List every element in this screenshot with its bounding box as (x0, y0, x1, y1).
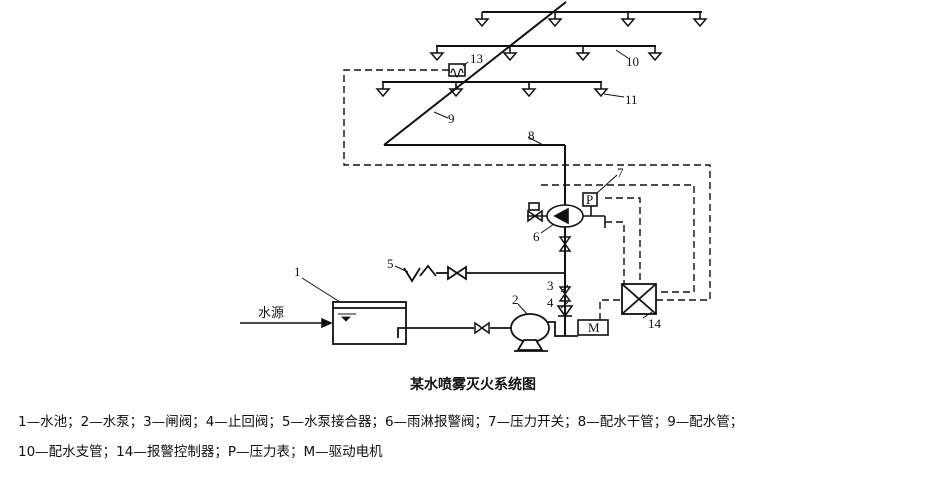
label-13: 13 (470, 51, 483, 66)
label-2: 2 (512, 292, 519, 307)
pump-adapter-5 (403, 264, 565, 283)
water-tank-1 (332, 301, 407, 345)
label-4: 4 (547, 295, 554, 310)
label-14: 14 (648, 316, 662, 331)
label-water-source: 水源 (258, 306, 284, 321)
suction-pipe (397, 327, 512, 338)
signal-lines (343, 69, 711, 329)
label-m: M (588, 320, 600, 335)
label-1: 1 (294, 264, 301, 279)
check-valve-4 (556, 305, 574, 318)
label-p: P (586, 192, 593, 207)
label-6: 6 (533, 229, 540, 244)
water-source-arrow (240, 317, 333, 329)
component-labels: 1 2 3 4 5 6 7 8 9 10 11 13 14 P M 水源 (258, 51, 662, 335)
figure-caption: 某水喷雾灭火系统图 (410, 377, 536, 393)
pressure-switch-7 (582, 192, 598, 207)
label-8: 8 (528, 128, 535, 143)
alarm-controller-14 (621, 283, 657, 315)
legend-line-2: 10—配水支管；14—报警控制器；P—压力表；M—驱动电机 (18, 444, 383, 460)
nozzles-top-row (475, 11, 707, 27)
distribution-pipe (383, 1, 567, 146)
label-5: 5 (387, 256, 394, 271)
spray-system-diagram: 1 2 3 4 5 6 7 8 9 10 11 13 14 P M 水源 (240, 1, 711, 352)
discharge-pipe (548, 321, 578, 337)
label-9: 9 (448, 111, 455, 126)
legend-line-1: 1—水池；2—水泵；3—闸阀；4—止回阀；5—水泵接合器；6—雨淋报警阀；7—压… (18, 414, 744, 430)
label-7: 7 (617, 165, 624, 180)
label-10: 10 (626, 54, 639, 69)
drive-motor-m (577, 319, 609, 336)
label-3: 3 (547, 278, 554, 293)
deluge-valve-6 (527, 202, 606, 228)
leader-lines (301, 49, 653, 319)
water-pump-2 (510, 313, 550, 352)
suction-valve (474, 322, 490, 334)
nozzles-lower-row (376, 81, 608, 97)
detector-13 (448, 63, 466, 78)
label-11: 11 (625, 92, 638, 107)
